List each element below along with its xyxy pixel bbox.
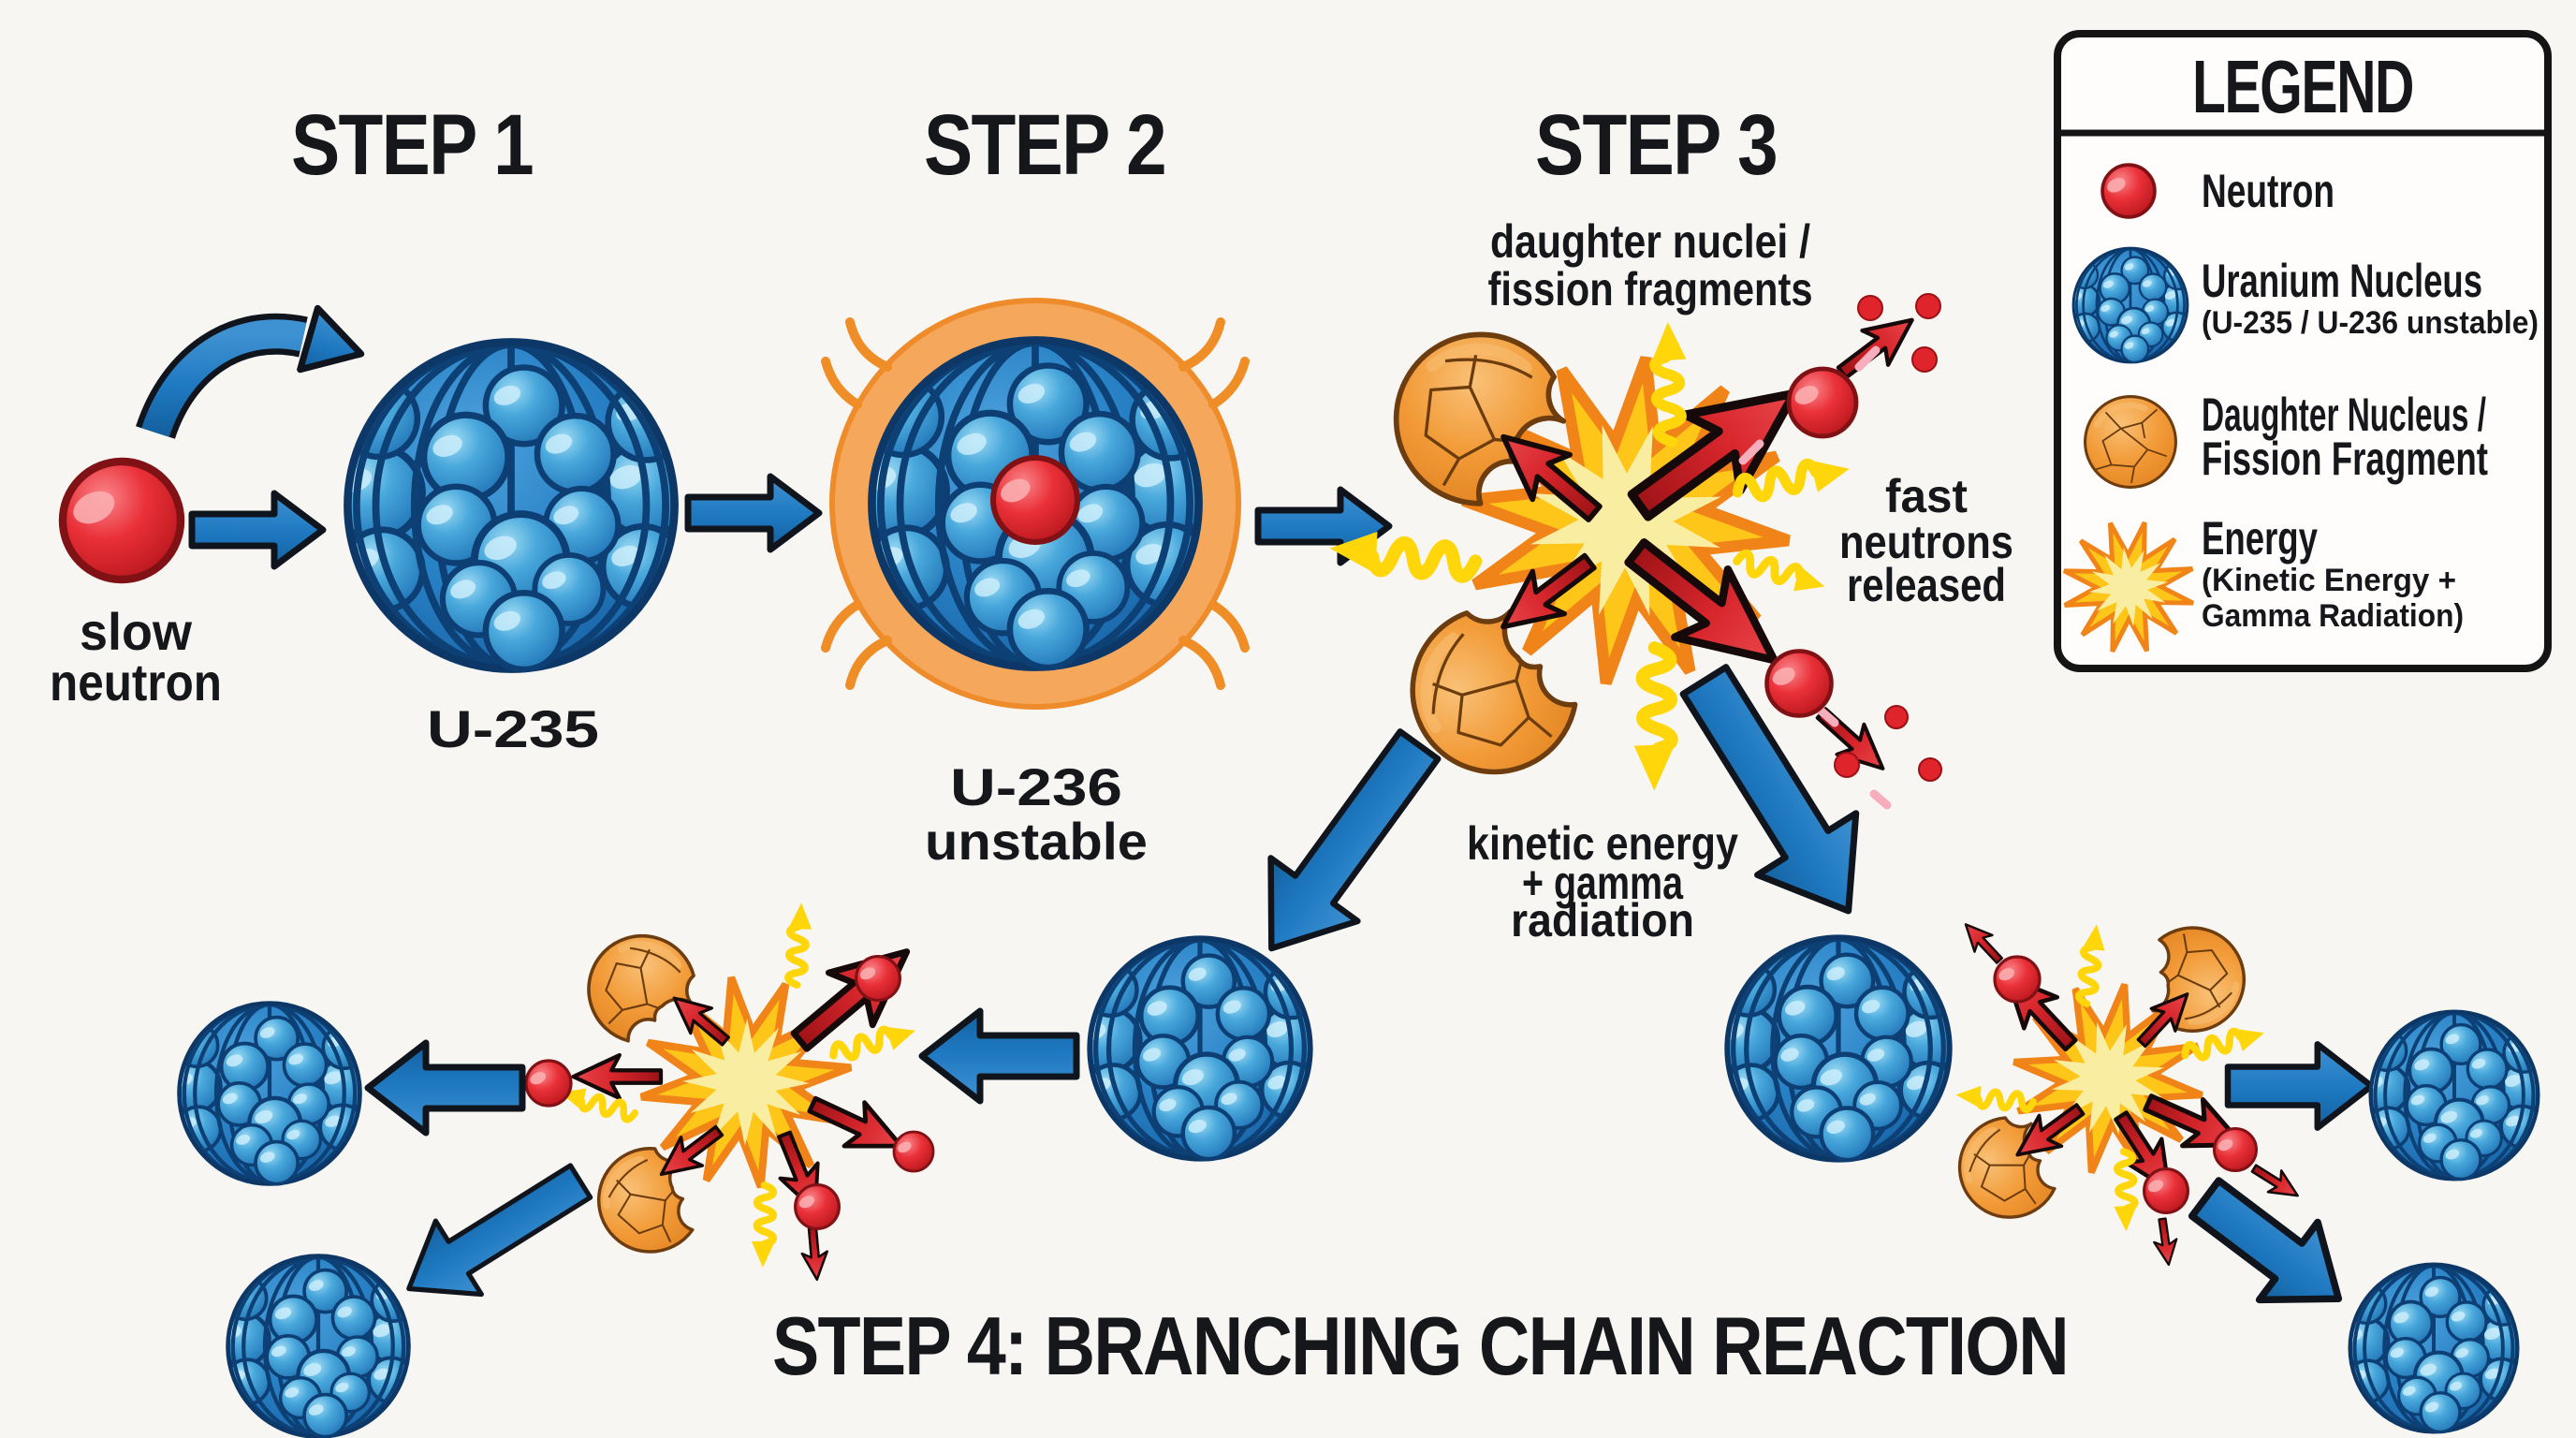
captured-neutron-icon bbox=[993, 458, 1077, 542]
energy-label-line2: + gamma bbox=[1522, 857, 1684, 909]
fragments-label-line2: fission fragments bbox=[1488, 263, 1813, 315]
legend-neutron-label: Neutron bbox=[2202, 165, 2334, 217]
u236-label-line1: U-236 bbox=[950, 757, 1122, 816]
step3-group: STEP 3 daughter nuclei / fission fragmen… bbox=[1228, 97, 2013, 980]
slow-neutron-label-line1: slow bbox=[80, 602, 192, 661]
u235-label: U-235 bbox=[427, 699, 599, 758]
legend-title: LEGEND bbox=[2192, 45, 2413, 128]
step2-group: STEP 2 U-236 unstable bbox=[821, 97, 1250, 871]
legend-item-uranium-nucleus: Uranium Nucleus (U-235 / U-236 unstable) bbox=[2067, 248, 2539, 362]
energy-label-line1: kinetic energy bbox=[1467, 817, 1738, 870]
neutron-dots-icon bbox=[1834, 293, 1942, 782]
daughter-nucleus-icon bbox=[2086, 397, 2176, 488]
neutron-icon bbox=[855, 955, 901, 1002]
fast-neutron-bottom-icon bbox=[1767, 652, 1832, 716]
fast-neutron-top-icon bbox=[1789, 369, 1856, 436]
neutron-icon bbox=[892, 1130, 935, 1173]
neutron-icon bbox=[2213, 1127, 2258, 1172]
neutron-icon bbox=[794, 1183, 841, 1230]
speed-marks-icon bbox=[1738, 345, 1892, 810]
legend-energy-sublabel-line1: (Kinetic Energy + bbox=[2202, 563, 2456, 598]
neutron-icon bbox=[2143, 1167, 2189, 1214]
step1-group: STEP 1 slow neutron U-235 bbox=[50, 97, 693, 758]
legend-item-neutron: Neutron bbox=[2100, 163, 2334, 219]
energy-label-line3: radiation bbox=[1511, 894, 1694, 946]
step3-title: STEP 3 bbox=[1535, 97, 1777, 193]
step1-title: STEP 1 bbox=[291, 97, 533, 193]
slow-neutron-label-line2: neutron bbox=[50, 653, 222, 712]
step4-title: STEP 4: BRANCHING CHAIN REACTION bbox=[772, 1299, 2068, 1392]
legend-daughter-label-line1: Daughter Nucleus / bbox=[2202, 389, 2486, 441]
u236-label-line2: unstable bbox=[925, 812, 1148, 871]
step2-title: STEP 2 bbox=[924, 97, 1165, 193]
legend-energy-label: Energy bbox=[2202, 512, 2318, 565]
legend-energy-sublabel-line2: Gamma Radiation) bbox=[2202, 598, 2464, 634]
fast-neutrons-label-line3: released bbox=[1847, 559, 2006, 611]
legend: LEGEND Neutron Uranium Nucleus (U-235 / … bbox=[2048, 30, 2552, 672]
neutron-icon bbox=[1993, 955, 2042, 1004]
legend-uranium-label: Uranium Nucleus bbox=[2202, 255, 2482, 307]
neutron-icon bbox=[2100, 163, 2157, 219]
fast-neutrons-label-line2: neutrons bbox=[1839, 516, 2013, 568]
fragments-label-line1: daughter nuclei / bbox=[1490, 215, 1810, 268]
legend-uranium-sublabel: (U-235 / U-236 unstable) bbox=[2202, 305, 2539, 341]
legend-item-daughter-nucleus: Daughter Nucleus / Fission Fragment bbox=[2086, 389, 2488, 488]
legend-item-energy: Energy (Kinetic Energy + Gamma Radiation… bbox=[2048, 506, 2464, 668]
curved-arrow-icon bbox=[136, 304, 365, 440]
legend-daughter-label-line2: Fission Fragment bbox=[2202, 433, 2488, 485]
legend-box bbox=[2054, 30, 2552, 672]
neutron-icon bbox=[524, 1059, 573, 1108]
vibration-marks-icon bbox=[821, 317, 1250, 690]
fast-neutrons-label-line1: fast bbox=[1885, 470, 1968, 522]
slow-neutron-icon bbox=[63, 462, 181, 580]
